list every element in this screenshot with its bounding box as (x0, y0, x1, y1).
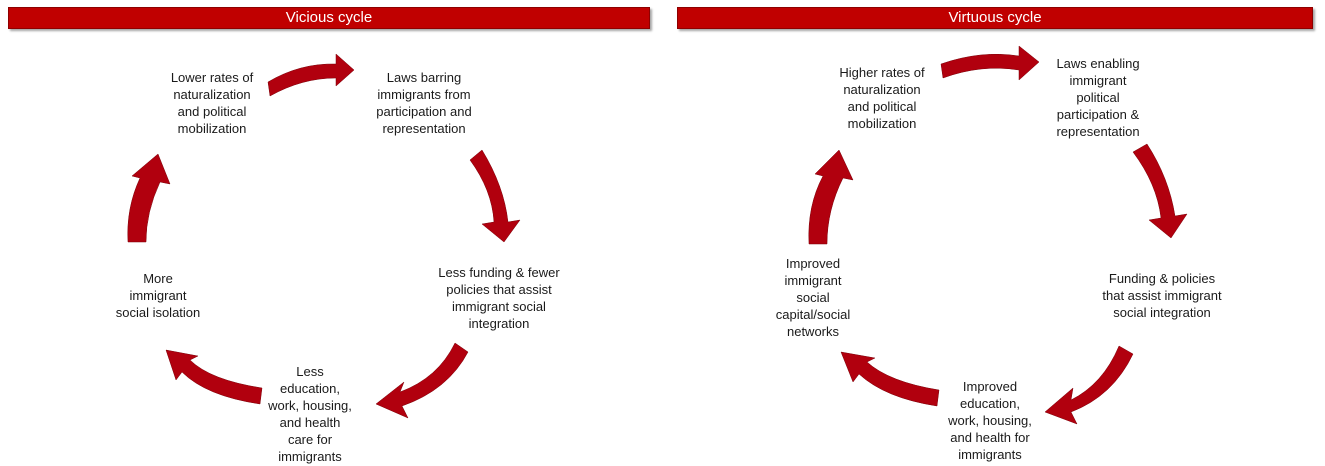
curved-arrow-icon (267, 53, 355, 97)
vicious-cycle-panel: Vicious cycle Lower rates of naturalizat… (0, 0, 662, 466)
curved-arrow-icon (840, 351, 940, 407)
vicious-cycle-arrows (127, 53, 521, 419)
virtuous-cycle-panel: Virtuous cycle Higher rates of naturaliz… (663, 0, 1325, 466)
virtuous-node-naturalization: Higher rates of naturalization and polit… (839, 65, 925, 131)
curved-arrow-icon (940, 45, 1040, 81)
curved-arrow-icon (469, 149, 521, 243)
vicious-cycle-title: Vicious cycle (8, 7, 650, 29)
curved-arrow-icon (165, 349, 263, 405)
virtuous-node-education: Improved education, work, housing, and h… (948, 379, 1032, 462)
curved-arrow-icon (127, 153, 171, 243)
curved-arrow-icon (808, 149, 854, 245)
virtuous-node-laws: Laws enabling immigrant political partic… (1056, 56, 1140, 139)
curved-arrow-icon (1132, 143, 1188, 239)
virtuous-node-social-capital: Improved immigrant social capital/social… (775, 256, 851, 339)
vicious-node-funding: Less funding & fewer policies that assis… (438, 265, 560, 331)
vicious-node-laws: Laws barring immigrants from participati… (376, 70, 472, 136)
virtuous-node-funding: Funding & policies that assist immigrant… (1102, 271, 1222, 320)
virtuous-cycle-arrows (808, 45, 1188, 425)
virtuous-cycle-title: Virtuous cycle (677, 7, 1313, 29)
curved-arrow-icon (375, 342, 469, 419)
curved-arrow-icon (1044, 345, 1134, 425)
vicious-node-naturalization: Lower rates of naturalization and politi… (170, 70, 254, 136)
vicious-node-isolation: More immigrant social isolation (115, 271, 201, 320)
vicious-node-education: Less education, work, housing, and healt… (268, 364, 352, 464)
